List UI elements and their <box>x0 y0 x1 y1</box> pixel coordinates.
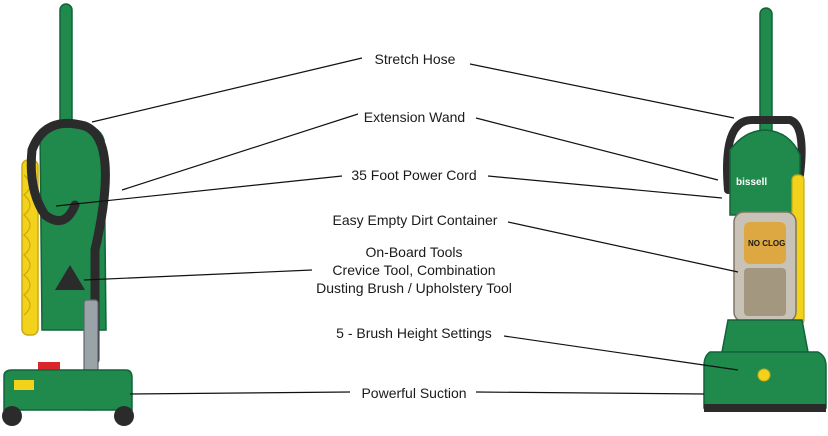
lower-body-right <box>721 319 809 353</box>
leader-suction-left <box>129 391 351 395</box>
wheel-left-2 <box>114 406 134 426</box>
label-extension-wand: Extension Wand <box>363 109 466 125</box>
wheel-left-1 <box>2 406 22 426</box>
label-dirt-container: Easy Empty Dirt Container <box>332 212 498 228</box>
stretch-hose-left <box>26 118 110 365</box>
leader-brush-height <box>503 335 739 371</box>
leader-stretch-hose-left <box>91 57 363 123</box>
red-pedal-left <box>38 362 60 372</box>
container-text-right: NO CLOG <box>748 239 785 248</box>
leader-power-cord-right <box>487 175 723 199</box>
stretch-hose-right <box>723 116 806 194</box>
onboard-tool-left <box>55 265 85 290</box>
handle-left <box>59 3 73 135</box>
label-onboard-tools: On-Board Tools Crevice Tool, Combination… <box>300 243 528 297</box>
onboard-tools-line2: Crevice Tool, Combination <box>332 262 496 278</box>
leader-lines <box>55 57 739 395</box>
leader-extension-wand-left <box>121 113 359 191</box>
leader-extension-wand-right <box>475 117 719 181</box>
body-right <box>729 129 801 216</box>
onboard-tools-line3: Dusting Brush / Upholstery Tool <box>316 280 512 296</box>
leader-suction-right <box>475 391 705 395</box>
brand-text-right: bissell <box>736 177 767 188</box>
vacuum-rear-view <box>2 3 134 426</box>
onboard-tools-title: On-Board Tools <box>365 244 463 260</box>
base-left <box>3 369 133 411</box>
leader-onboard-tools <box>83 269 313 281</box>
leader-power-cord-left <box>55 175 343 207</box>
label-brush-height: 5 - Brush Height Settings <box>336 325 492 341</box>
height-knob-right <box>757 368 771 382</box>
leader-stretch-hose-right <box>469 63 735 119</box>
label-power-cord: 35 Foot Power Cord <box>351 167 477 183</box>
label-stretch-hose: Stretch Hose <box>374 51 456 67</box>
label-suction: Powerful Suction <box>361 385 467 401</box>
leader-dirt-container <box>507 221 739 273</box>
vacuum-front-view: bissell NO CLOG <box>703 7 827 412</box>
